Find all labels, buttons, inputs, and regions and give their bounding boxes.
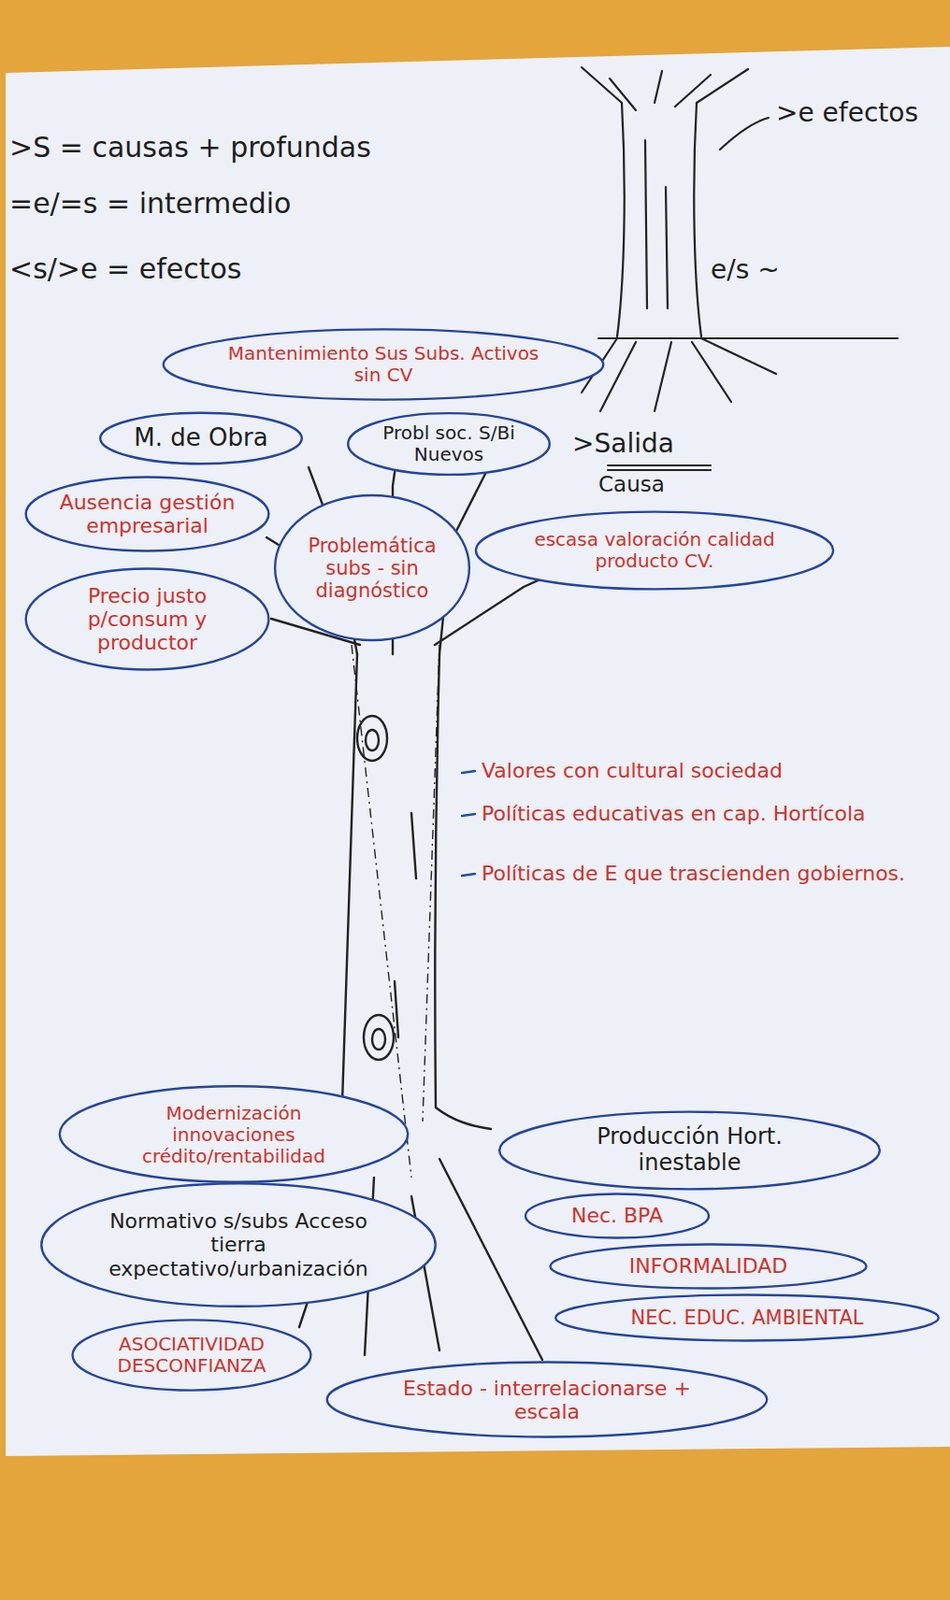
trunk-note: Políticas de E que trascienden gobiernos… xyxy=(481,862,922,887)
node-text: Problemática subs - sin diagnóstico xyxy=(299,533,447,602)
ellipse-text-wrap: Producción Hort. inestable xyxy=(546,1124,834,1177)
problem-ellipse: Mantenimiento Sus Subs. Activos sin CV xyxy=(158,327,608,403)
legend-note: =e/=s = intermedio xyxy=(9,187,449,221)
output-note: >Salida xyxy=(572,428,732,461)
problem-ellipse: M. de Obra xyxy=(98,411,304,466)
node-text: Precio justo p/consum y productor xyxy=(56,584,240,656)
ellipse-text-wrap: Modernización innovaciones crédito/renta… xyxy=(102,1102,366,1167)
problem-ellipse: Modernización innovaciones crédito/renta… xyxy=(56,1083,412,1186)
problem-ellipse: Producción Hort. inestable xyxy=(495,1109,884,1193)
problem-ellipse: escasa valoración calidad producto CV. xyxy=(472,509,837,592)
node-text: Mantenimiento Sus Subs. Activos sin CV xyxy=(217,343,550,387)
node-text: Modernización innovaciones crédito/renta… xyxy=(102,1102,366,1167)
trunk-note: Políticas educativas en cap. Hortícola xyxy=(481,802,945,827)
ellipse-text-wrap: INFORMALIDAD xyxy=(589,1254,828,1279)
list-dashes xyxy=(461,771,475,877)
node-text: Nec. BPA xyxy=(547,1204,687,1228)
node-text: Normativo s/subs Acceso tierra expectati… xyxy=(89,1209,388,1282)
ellipse-text-wrap: M. de Obra xyxy=(125,424,278,453)
problem-ellipse: Ausencia gestión empresarial xyxy=(23,475,272,554)
node-text: NEC. EDUC. AMBIENTAL xyxy=(603,1307,893,1330)
effects-note: >e efectos xyxy=(776,97,945,130)
legend-note: <s/>e = efectos xyxy=(9,252,449,287)
node-text: Producción Hort. inestable xyxy=(546,1124,834,1177)
problem-ellipse: INFORMALIDAD xyxy=(546,1243,870,1291)
node-text: INFORMALIDAD xyxy=(589,1254,828,1279)
node-text: M. de Obra xyxy=(125,424,278,453)
ellipse-text-wrap: NEC. EDUC. AMBIENTAL xyxy=(603,1307,893,1330)
ellipse-text-wrap: Normativo s/subs Acceso tierra expectati… xyxy=(89,1209,388,1282)
ellipse-text-wrap: ASOCIATIVIDAD DESCONFIANZA xyxy=(101,1334,282,1378)
ellipse-text-wrap: Nec. BPA xyxy=(547,1204,687,1228)
ellipse-text-wrap: Precio justo p/consum y productor xyxy=(56,584,240,656)
problem-ellipse: Normativo s/subs Acceso tierra expectati… xyxy=(37,1180,440,1311)
trunk-dashed-lines xyxy=(351,645,440,1179)
node-text: escasa valoración calidad producto CV. xyxy=(519,529,791,573)
ellipse-text-wrap: escasa valoración calidad producto CV. xyxy=(519,529,791,573)
paper-sheet xyxy=(5,46,950,1457)
problem-ellipse: Problemática subs - sin diagnóstico xyxy=(273,490,472,646)
problem-ellipse: Estado - interrelacionarse + escala xyxy=(322,1360,772,1440)
effects-note: e/s ~ xyxy=(710,254,861,287)
problem-ellipse: ASOCIATIVIDAD DESCONFIANZA xyxy=(70,1318,314,1394)
problem-ellipse: Precio justo p/consum y productor xyxy=(23,565,272,674)
node-text: Estado - interrelacionarse + escala xyxy=(381,1376,714,1425)
node-text: ASOCIATIVIDAD DESCONFIANZA xyxy=(101,1334,282,1378)
cause-note: Causa xyxy=(598,472,739,499)
legend-note: >S = causas + profundas xyxy=(9,130,449,165)
trunk-note: Valores con cultural sociedad xyxy=(481,759,945,784)
node-text: Probl soc. S/Bi Nuevos xyxy=(373,422,526,466)
ellipse-text-wrap: Mantenimiento Sus Subs. Activos sin CV xyxy=(217,343,550,387)
problem-ellipse: Probl soc. S/Bi Nuevos xyxy=(345,411,552,477)
ellipse-text-wrap: Problemática subs - sin diagnóstico xyxy=(299,533,447,602)
node-text: Ausencia gestión empresarial xyxy=(56,490,240,539)
ellipse-text-wrap: Ausencia gestión empresarial xyxy=(56,490,240,539)
problem-ellipse: Nec. BPA xyxy=(523,1193,711,1240)
ellipse-text-wrap: Estado - interrelacionarse + escala xyxy=(381,1376,714,1425)
ellipse-text-wrap: Probl soc. S/Bi Nuevos xyxy=(373,422,526,466)
problem-ellipse: NEC. EDUC. AMBIENTAL xyxy=(551,1294,943,1343)
